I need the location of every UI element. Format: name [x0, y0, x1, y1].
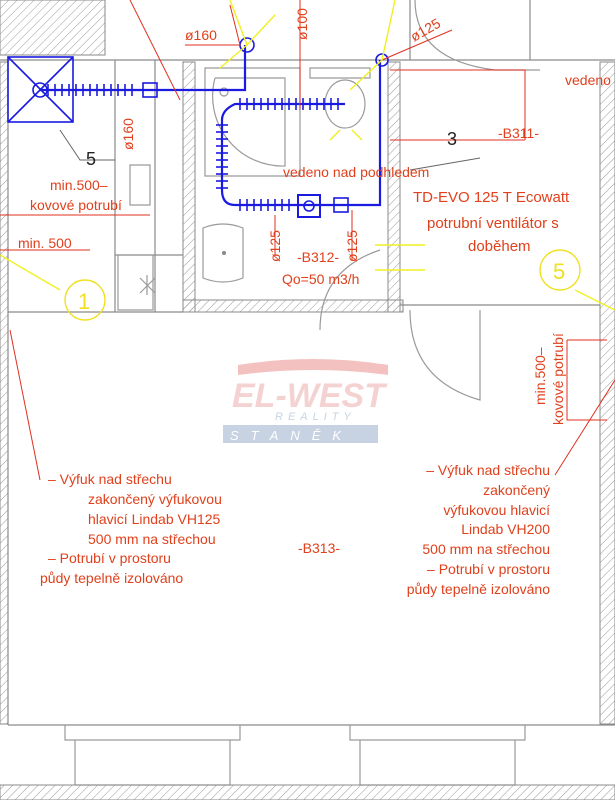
label-vedeno-nad-podhledem: vedeno nad podhledem [283, 164, 429, 180]
svg-text:REALITY: REALITY [275, 411, 356, 423]
ref-5: 5 [86, 149, 96, 169]
note-line: půdy tepelně izolováno [40, 570, 183, 586]
svg-text:STANĚK: STANĚK [230, 428, 353, 443]
room-label-b312: -B312- [297, 249, 339, 265]
label-d100: ø100 [294, 8, 310, 40]
ventilation-ducts [7, 37, 389, 218]
callout-5: 5 [553, 259, 565, 284]
label-d160-vert: ø160 [120, 118, 136, 150]
ref-3: 3 [447, 129, 457, 149]
svg-text:EL-WEST: EL-WEST [232, 377, 388, 415]
note-line: – Výfuk nad střechu [426, 462, 550, 478]
callout-circle-5 [539, 249, 581, 291]
label-min500-right-b: kovové potrubí [550, 333, 566, 425]
note-line: Lindab VH200 [461, 521, 550, 537]
room-label-b313: -B313- [298, 540, 340, 556]
note-line: zakončený výfukovou [88, 491, 222, 507]
note-line: výfukovou hlavicí [443, 502, 550, 518]
note-line: – Výfuk nad střechu [48, 471, 172, 487]
annotations: ø160 ø100 ø125 vedeno -B311- 3 5 min.500… [18, 8, 611, 597]
fan-label-2: potrubní ventilátor s [427, 215, 559, 232]
label-d125-b: ø125 [344, 230, 360, 262]
label-d125-a: ø125 [267, 230, 283, 262]
note-right: – Výfuk nad střechu zakončený výfukovou … [407, 462, 550, 597]
label-vedeno: vedeno [565, 72, 611, 88]
fan-label-1: TD-EVO 125 T Ecowatt [413, 189, 570, 206]
label-flow: Qo=50 m3/h [282, 271, 359, 287]
room-label-b311: -B311- [498, 125, 539, 141]
callout-1: 1 [78, 289, 90, 314]
note-line: – Potrubí v prostoru [48, 550, 171, 566]
note-left: – Výfuk nad střechu zakončený výfukovou … [40, 471, 222, 586]
label-min500-right-a: min.500– [532, 347, 548, 405]
walls [0, 0, 615, 726]
label-d125-top: ø125 [408, 15, 444, 45]
dimension-lines [0, 0, 615, 481]
fan-label-3: doběhem [468, 238, 531, 255]
note-line: – Potrubí v prostoru [427, 561, 550, 577]
note-line: půdy tepelně izolováno [407, 581, 550, 597]
label-min500-b: kovové potrubí [30, 197, 122, 213]
watermark-logo: EL-WEST REALITY STANĚK [223, 359, 388, 443]
note-line: zakončený [483, 482, 550, 498]
label-d160-top: ø160 [185, 27, 217, 43]
note-line: hlavicí Lindab VH125 [88, 511, 221, 527]
label-min500-a: min.500– [50, 177, 108, 193]
windows [0, 725, 615, 800]
label-min500: min. 500 [18, 235, 72, 251]
note-line: 500 mm na střechou [422, 541, 550, 557]
note-line: 500 mm na střechou [88, 531, 216, 547]
leader-lines [0, 0, 615, 321]
callout-circle-1 [64, 279, 106, 321]
